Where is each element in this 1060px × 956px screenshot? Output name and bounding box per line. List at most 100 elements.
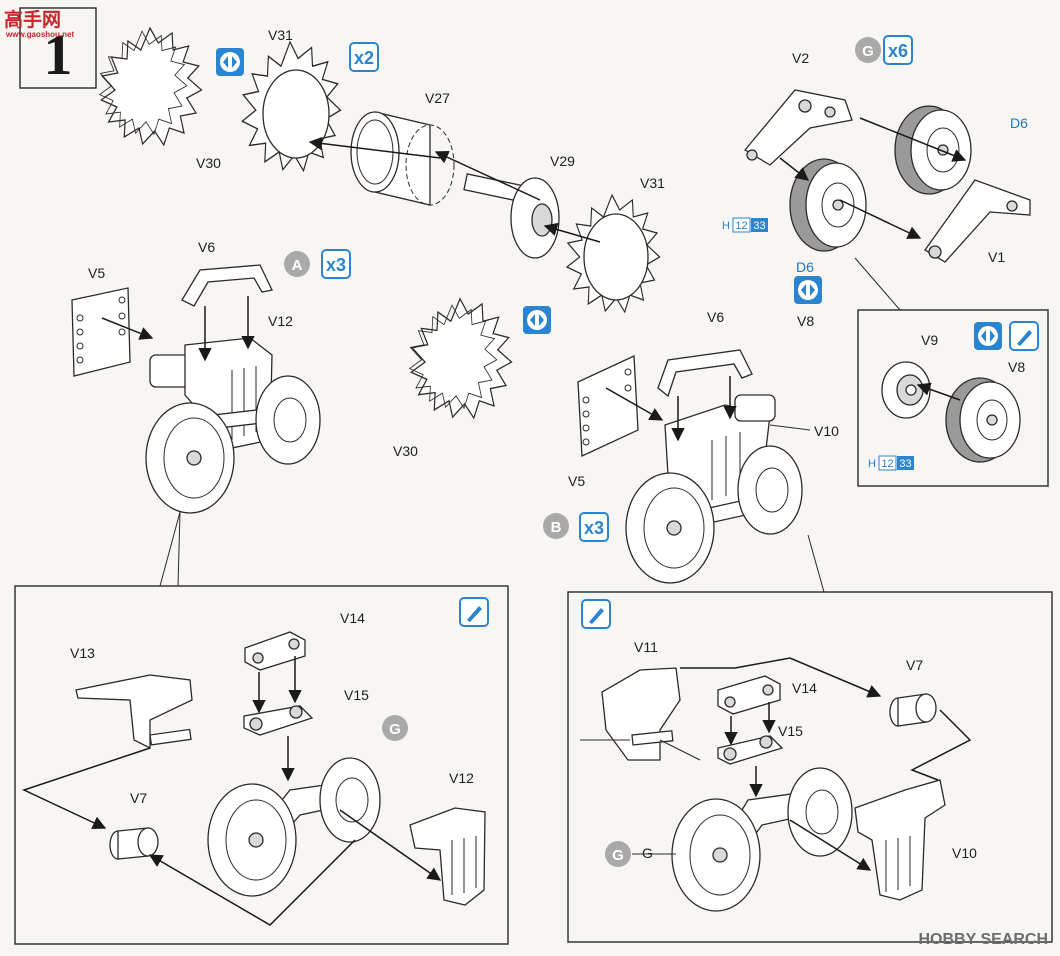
label-v8-top: V8: [797, 313, 814, 329]
part-v14-r: [717, 675, 781, 715]
arrow-v7-to-v10: [910, 709, 972, 781]
inset-pointer: [854, 257, 901, 311]
svg-text:12: 12: [735, 220, 747, 232]
watermark-bottom: HOBBY SEARCH: [919, 931, 1049, 948]
part-v11: [601, 667, 681, 761]
detail-left-glue-symbol: [459, 597, 489, 627]
wheel-d6-bottom: [789, 158, 867, 252]
part-v5-b: [577, 355, 639, 457]
label-v12-a: V12: [268, 313, 293, 329]
part-v7-r: [889, 693, 937, 727]
label-v15-r: V15: [778, 723, 803, 739]
part-v31-top: [241, 41, 342, 172]
label-v11: V11: [634, 639, 658, 655]
detail-right-pointer: [807, 534, 868, 593]
step-number: 1: [44, 22, 73, 87]
detail-left-pointer: [159, 511, 181, 587]
badge-x6: x6: [883, 35, 913, 65]
paint-code-inset: H 12 33: [868, 455, 914, 471]
part-v9: [881, 361, 931, 419]
label-v10-b: V10: [814, 423, 839, 439]
bogie-g-right: [671, 767, 853, 912]
part-v5-a: [71, 287, 131, 377]
arrow-g-to-v7: [148, 839, 356, 926]
step-frame: [19, 7, 97, 89]
svg-text:x3: x3: [326, 255, 346, 275]
mirror-symbol-top: [216, 48, 244, 76]
mirror-symbol-mid: [523, 306, 551, 334]
watermark-title: 高手网: [4, 8, 61, 31]
svg-text:12: 12: [881, 458, 893, 470]
svg-text:x2: x2: [354, 48, 374, 68]
watermark-hobby-search: HOBBY SEARCH: [919, 931, 1049, 948]
svg-text:G: G: [862, 43, 874, 60]
part-v8-inset: [945, 377, 1021, 463]
inset-mirror-symbol: [974, 322, 1002, 350]
arrow-v11-to-v7: [680, 657, 882, 698]
detail-left-frame: [14, 585, 509, 945]
part-v10-r: [854, 779, 946, 901]
watermark-top: 高手网 www.gaoshou.net: [4, 8, 74, 39]
part-v6-a: [181, 264, 273, 307]
label-v7-l: V7: [130, 790, 147, 806]
bogie-a-body: [145, 337, 321, 514]
callout-g-top: G: [855, 37, 881, 63]
part-v15-l: [243, 705, 314, 736]
arrow-v5-b: [605, 387, 664, 421]
bogie-b-body: [625, 394, 803, 584]
arrow-v5-a: [101, 317, 154, 340]
label-v30-mid: V30: [393, 443, 418, 459]
label-v2: V2: [792, 50, 809, 66]
label-v7-r: V7: [906, 657, 923, 673]
label-v29: V29: [550, 153, 575, 169]
mirror-symbol-v8: [794, 276, 822, 304]
step-header: 1: [19, 7, 97, 89]
arrow-wheel-to-v1: [839, 199, 922, 239]
paint-code-top: H 12 33: [722, 217, 768, 233]
label-v6-b: V6: [707, 309, 724, 325]
part-v15-r: [717, 735, 784, 765]
part-v6-b: [657, 349, 753, 398]
inset-glue-symbol: [1009, 321, 1039, 351]
label-v13: V13: [70, 645, 95, 661]
part-v30-mid: [409, 298, 513, 419]
label-v31-top: V31: [268, 27, 293, 43]
callout-g-right: G: [605, 841, 631, 867]
arrow-v13-to-v7: [21, 747, 151, 829]
arrow-g-to-v10: [789, 819, 872, 871]
label-v15-l: V15: [344, 687, 369, 703]
arrow-v29-to-v27: [434, 150, 541, 201]
label-v1: V1: [988, 249, 1005, 265]
label-g-right: G: [642, 845, 653, 861]
svg-text:G: G: [389, 721, 401, 738]
svg-text:33: 33: [753, 220, 765, 232]
label-v10-r: V10: [952, 845, 977, 861]
leader-v10-b: [769, 424, 811, 431]
inset-arrow: [916, 382, 961, 401]
label-v6-a: V6: [198, 239, 215, 255]
part-v1: [924, 179, 1031, 263]
label-v12-l: V12: [449, 770, 474, 786]
label-v8-inset: V8: [1008, 359, 1025, 375]
callout-b: B: [543, 513, 569, 539]
svg-text:A: A: [292, 257, 303, 274]
svg-text:G: G: [612, 847, 624, 864]
label-v31-mid: V31: [640, 175, 665, 191]
label-v5-b: V5: [568, 473, 585, 489]
label-v27: V27: [425, 90, 450, 106]
part-v27-drum: [350, 111, 455, 206]
callout-a: A: [284, 251, 310, 277]
badge-x3-b: x3: [579, 512, 609, 542]
label-d6-bottom: D6: [796, 259, 814, 275]
arrow-v2-to-wheel: [859, 117, 967, 162]
wheel-d6-top: [894, 105, 972, 195]
part-v31-mid: [566, 194, 661, 313]
part-v13: [75, 674, 193, 750]
label-v14-l: V14: [340, 610, 365, 626]
svg-text:33: 33: [899, 458, 911, 470]
svg-text:B: B: [551, 519, 562, 536]
badge-x3-a: x3: [321, 249, 351, 279]
part-v30-top: [99, 27, 203, 146]
